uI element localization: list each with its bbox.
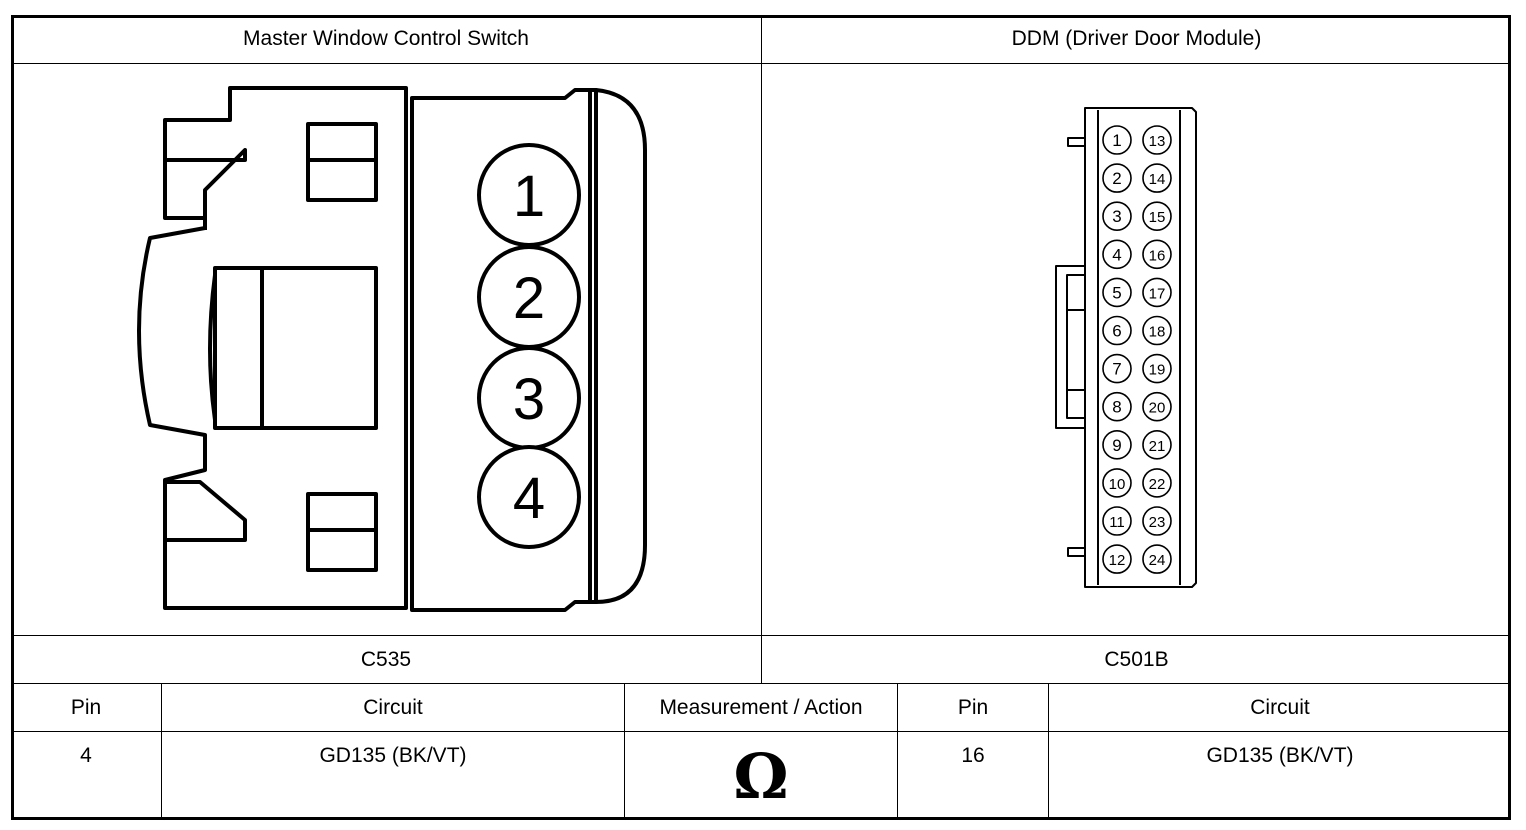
pin-label: 9 [1112, 436, 1121, 455]
pin-circle [1142, 468, 1172, 498]
header-circuit-b: Circuit [1250, 695, 1310, 719]
pin-label: 20 [1149, 400, 1166, 417]
pin-circle [1142, 353, 1172, 384]
pin-circle [1102, 429, 1132, 460]
pin-label: 6 [1112, 322, 1121, 341]
pin-label: 1 [1112, 131, 1121, 150]
pin-circle [1102, 391, 1132, 422]
divider-center [761, 15, 762, 684]
pin-label: 23 [1149, 514, 1166, 531]
pin-circle [1102, 239, 1132, 270]
row-pin-b: 16 [961, 744, 985, 767]
pin-circle [1142, 239, 1172, 270]
pin-label: 15 [1149, 209, 1166, 226]
pin-circle [1102, 506, 1132, 536]
pin-label: 4 [513, 466, 545, 531]
pin-label: 8 [1112, 398, 1121, 417]
header-circuit-a: Circuit [363, 695, 423, 719]
pin-label: 4 [1112, 245, 1121, 264]
divider-col-2 [624, 683, 625, 820]
pin-label: 17 [1149, 285, 1166, 302]
left-connector-id: C535 [360, 647, 412, 671]
pin-label: 13 [1149, 133, 1166, 150]
pin-circle [1102, 125, 1132, 155]
pin-circle [1142, 277, 1172, 308]
pin-circle [1102, 468, 1132, 498]
pin-circle [1142, 201, 1172, 231]
pin-circle [1102, 315, 1132, 346]
divider-under-table-headers [11, 731, 1511, 732]
right-connector-id: C501B [1104, 647, 1169, 671]
pin-label: 16 [1149, 247, 1166, 264]
pin-label: 21 [1149, 438, 1166, 455]
pin-label: 14 [1149, 171, 1166, 188]
pin-circle [1142, 391, 1172, 422]
pin-label: 5 [1112, 283, 1121, 302]
divider-col-4 [1048, 683, 1049, 820]
pin-label: 7 [1112, 360, 1121, 379]
pin-circle [1142, 125, 1172, 155]
pin-label: 10 [1109, 476, 1126, 493]
pin-circle [1142, 544, 1172, 574]
pin-circle [1142, 506, 1172, 536]
right-connector-title: DDM (Driver Door Module) [1011, 27, 1262, 50]
pin-circle [1102, 353, 1132, 384]
pin-label: 2 [513, 266, 545, 331]
row-pin-a: 4 [80, 744, 92, 767]
header-measurement-action: Measurement / Action [659, 695, 863, 719]
pin-circle [1142, 163, 1172, 193]
pin-circle [1142, 315, 1172, 346]
left-connector-title: Master Window Control Switch [243, 27, 529, 50]
pin-label: 18 [1149, 324, 1166, 341]
header-pin-a: Pin [70, 695, 102, 719]
left-connector-pins: 1 2 3 4 [477, 143, 581, 549]
row-circuit-b: GD135 (BK/VT) [1206, 744, 1354, 767]
divider-col-3 [897, 683, 898, 820]
pin-label: 12 [1109, 552, 1126, 569]
pin-label: 2 [1112, 169, 1121, 188]
header-pin-b: Pin [957, 695, 989, 719]
pin-circle [1102, 201, 1132, 231]
ohm-measure-icon: Ω [733, 740, 789, 813]
pin-label: 11 [1109, 514, 1125, 531]
pin-label: 24 [1149, 552, 1166, 569]
row-circuit-a: GD135 (BK/VT) [319, 744, 467, 767]
pin-label: 1 [513, 164, 545, 229]
pin-label: 19 [1149, 362, 1166, 379]
pin-circle [1102, 277, 1132, 308]
pin-circle [1102, 163, 1132, 193]
pin-label: 3 [1112, 207, 1121, 226]
pin-circle [477, 445, 581, 549]
pin-label: 22 [1149, 476, 1166, 493]
pin-label: 3 [513, 367, 545, 432]
divider-col-1 [161, 683, 162, 820]
pin-circle [1102, 544, 1132, 574]
pin-circle [1142, 429, 1172, 460]
